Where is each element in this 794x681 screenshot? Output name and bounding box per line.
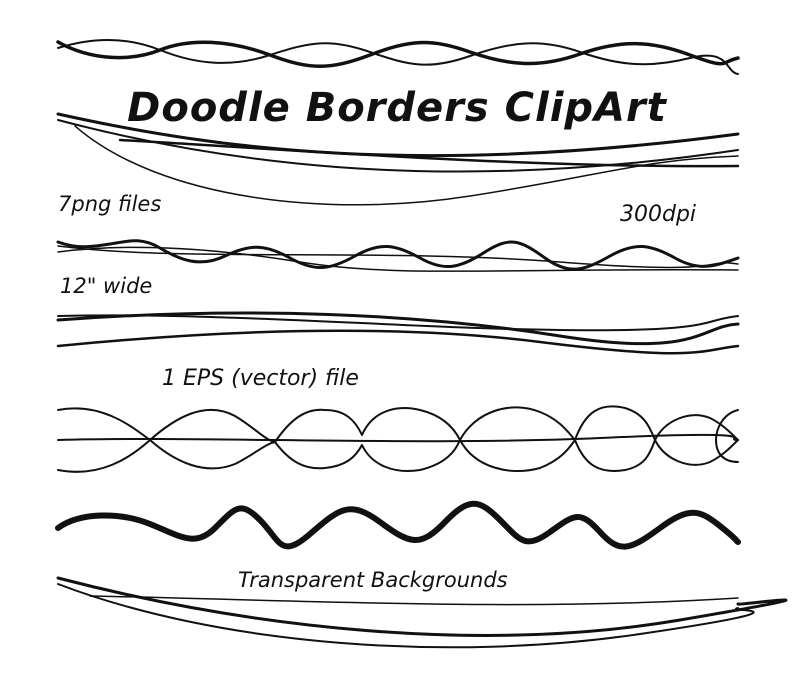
border-loop-chain bbox=[57, 405, 739, 473]
border-1-strand-b bbox=[57, 39, 739, 75]
border-4-line-b bbox=[57, 314, 739, 332]
border-2-line-c bbox=[74, 125, 739, 206]
transparent-backgrounds-label: Transparent Backgrounds bbox=[238, 568, 508, 592]
border-4-line-c bbox=[56, 329, 740, 355]
eps-file-label: 1 EPS (vector) file bbox=[162, 366, 359, 391]
dpi-label: 300dpi bbox=[620, 202, 697, 227]
page-title: Doodle Borders ClipArt bbox=[127, 85, 667, 131]
border-1-strand-a bbox=[56, 40, 740, 68]
border-6-line bbox=[55, 500, 741, 550]
border-7-line-c bbox=[89, 595, 739, 606]
border-5-upper-wave bbox=[57, 405, 739, 443]
border-5-end-loop bbox=[715, 409, 739, 463]
border-3-line-c bbox=[57, 245, 739, 269]
border-5-center-line bbox=[57, 433, 739, 443]
border-2-line-d bbox=[118, 138, 740, 168]
border-3-line-b bbox=[57, 246, 739, 273]
border-5-lower-wave bbox=[57, 439, 739, 473]
width-label: 12" wide bbox=[60, 274, 153, 298]
border-bold-wave bbox=[55, 500, 741, 550]
border-7-line-b bbox=[57, 583, 755, 649]
border-wiggle-lines bbox=[56, 239, 740, 273]
border-parallel-strokes bbox=[56, 311, 740, 355]
border-7-line-a bbox=[56, 576, 788, 637]
border-bottom-swoop bbox=[56, 576, 788, 649]
border-4-line-a bbox=[56, 311, 740, 346]
border-swoop-lines bbox=[56, 112, 740, 206]
border-twisted-wave bbox=[56, 39, 740, 75]
png-files-label: 7png files bbox=[58, 192, 162, 216]
